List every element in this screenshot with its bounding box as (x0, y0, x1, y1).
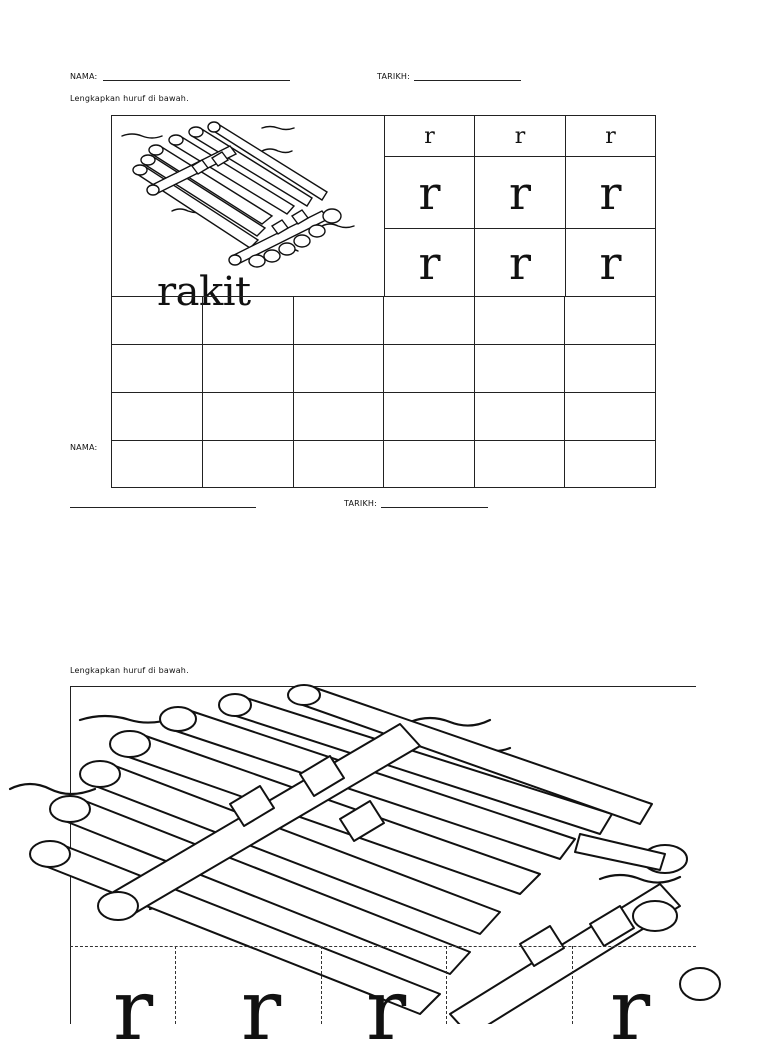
writing-grid (111, 296, 656, 488)
instruction-2: Lengkapkan huruf di bawah. (70, 666, 189, 675)
small-letter-cell: r (474, 115, 566, 157)
writing-cell[interactable] (474, 344, 565, 393)
top-border (111, 115, 373, 116)
raft-illustration-large-icon (8, 684, 721, 1024)
date-label: TARIKH: (377, 72, 411, 81)
letter: r (509, 235, 531, 290)
name-line (103, 80, 290, 81)
large-letter: r (610, 961, 651, 1059)
date-line (414, 80, 521, 81)
writing-cell[interactable] (474, 440, 565, 488)
writing-cell[interactable] (111, 440, 203, 488)
writing-cell[interactable] (293, 296, 384, 345)
picture-word: rakit (157, 269, 251, 315)
writing-cell[interactable] (293, 440, 384, 488)
letter: r (605, 123, 616, 149)
date-label-2: TARIKH: (344, 499, 378, 508)
date-line-2 (381, 507, 488, 508)
letter-row-top (70, 946, 696, 947)
letter: r (509, 165, 531, 220)
letter: r (599, 165, 622, 220)
large-letter-cell: r (384, 156, 475, 229)
letter: r (418, 165, 441, 220)
writing-cell[interactable] (202, 440, 294, 488)
writing-cell[interactable] (202, 392, 294, 441)
large-letter-cell: r (565, 228, 656, 297)
large-letter: r (113, 961, 154, 1059)
large-letter-cell: r (474, 156, 566, 229)
frame-top (70, 686, 696, 687)
cell-divider (572, 946, 573, 1024)
letter-grid: r r r r r r r r r (384, 115, 656, 297)
cell-divider (446, 946, 447, 1024)
writing-cell[interactable] (474, 296, 565, 345)
picture-box: rakit (111, 115, 384, 312)
letter: r (599, 235, 622, 290)
large-letter-cell: r (384, 228, 475, 297)
large-letter: r (366, 961, 407, 1059)
name-label-2: NAMA: (70, 443, 98, 452)
writing-cell[interactable] (202, 296, 294, 345)
writing-cell[interactable] (111, 344, 203, 393)
writing-cell[interactable] (564, 440, 656, 488)
writing-cell[interactable] (564, 344, 656, 393)
small-letter-cell: r (565, 115, 656, 157)
writing-cell[interactable] (474, 392, 565, 441)
writing-cell[interactable] (383, 392, 475, 441)
letter: r (418, 235, 441, 290)
cell-divider (321, 946, 322, 1024)
letter: r (514, 123, 526, 149)
writing-cell[interactable] (293, 344, 384, 393)
name-line-2 (70, 507, 256, 508)
worksheet-table: rakit r r r r r r r r r (111, 115, 656, 488)
writing-cell[interactable] (202, 344, 294, 393)
writing-cell[interactable] (383, 440, 475, 488)
writing-cell[interactable] (111, 392, 203, 441)
large-letter-cell: r (474, 228, 566, 297)
raft-illustration-icon (121, 121, 355, 268)
large-letter-cell: r (565, 156, 656, 229)
writing-cell[interactable] (564, 296, 656, 345)
name-label: NAMA: (70, 72, 98, 81)
writing-cell[interactable] (383, 344, 475, 393)
writing-cell[interactable] (383, 296, 475, 345)
small-letter-cell: r (384, 115, 475, 157)
writing-cell[interactable] (293, 392, 384, 441)
large-letter: r (241, 961, 282, 1059)
instruction: Lengkapkan huruf di bawah. (70, 94, 189, 103)
writing-cell[interactable] (564, 392, 656, 441)
cell-divider (175, 946, 176, 1024)
letter: r (424, 123, 435, 149)
writing-cell[interactable] (111, 296, 203, 345)
